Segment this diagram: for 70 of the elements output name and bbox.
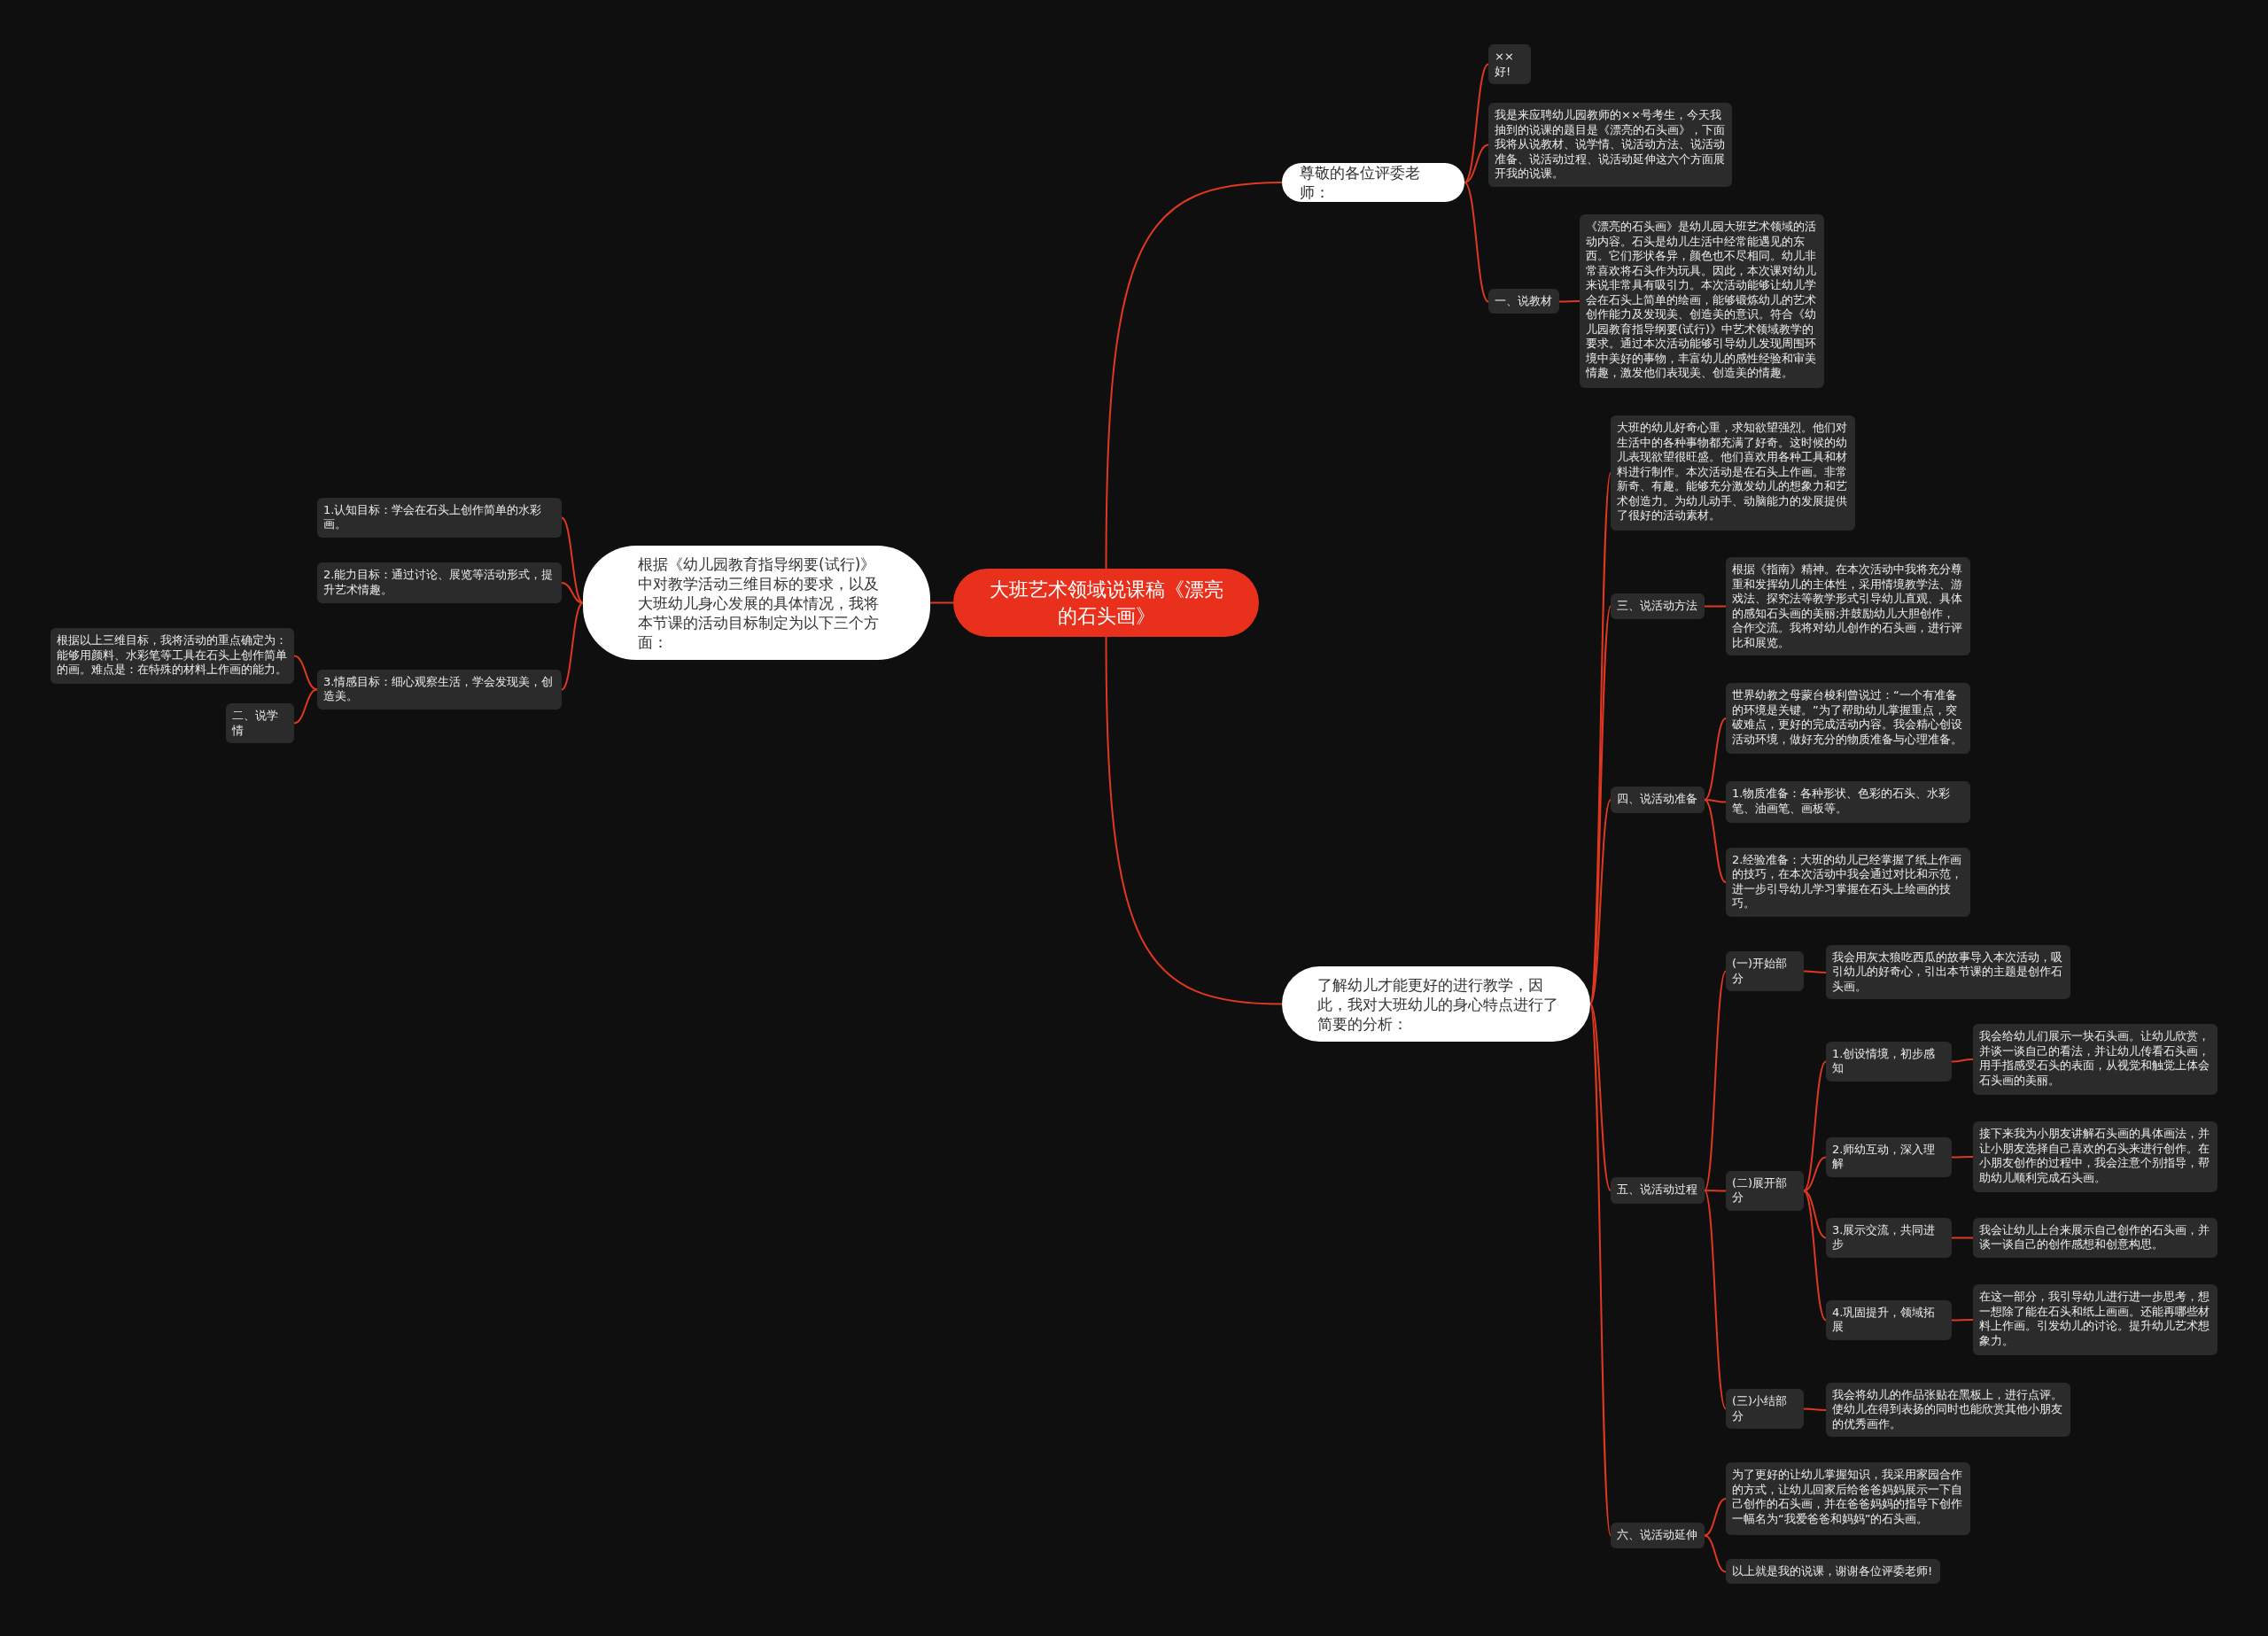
connector-line	[1951, 1058, 1974, 1063]
text-box: 大班的幼儿好奇心重，求知欲望强烈。他们对生活中的各种事物都充满了好奇。这时候的幼儿表现欲望很旺盛。他们喜欢用各种工具和材料进行制作。本次活动是在石头上作画。非常新奇、有趣。能够充分激发幼儿的想象力和艺术创造力。为幼儿动手、动脑能力的发展提供了很好的活动素材。	[1611, 415, 1855, 531]
connector-line	[1589, 799, 1612, 1005]
text-box: 世界幼教之母蒙台梭利曾说过：“一个有准备的环境是关键。”为了帮助幼儿掌握重点，突破难点，更好的完成活动内容。我会精心创设活动环境，做好充分的物质准备与心理准备。	[1726, 683, 1970, 754]
topic-pill: 了解幼儿才能更好的进行教学，因此，我对大班幼儿的身心特点进行了简要的分析：	[1282, 966, 1590, 1042]
connector-line	[561, 601, 584, 691]
connector-line	[1951, 1319, 1974, 1322]
connector-line	[1704, 799, 1727, 803]
connector-line	[293, 655, 318, 691]
connector-line	[1589, 1003, 1612, 1191]
text-box: 我会给幼儿们展示一块石头画。让幼儿欣赏，并谈一谈自己的看法，并让幼儿传看石头画，用手指感受石头的表面，从视觉和触觉上体会石头画的美丽。	[1973, 1024, 2218, 1095]
text-box: 接下来我为小朋友讲解石头画的具体画法，并让小朋友选择自己喜欢的石头来进行创作。在小朋友创作的过程中，我会注意个别指导，帮助幼儿顺利完成石头画。	[1973, 1121, 2218, 1192]
text-box: 一、说教材	[1488, 288, 1559, 314]
text-box: 我会用灰太狼吃西瓜的故事导入本次活动，吸引幼儿的好奇心，引出本节课的主题是创作石头画。	[1826, 944, 2070, 999]
text-box: 3.展示交流，共同进步	[1826, 1217, 1952, 1258]
text-box: 我会将幼儿的作品张贴在黑板上，进行点评。使幼儿在得到表扬的同时也能欣赏其他小朋友的优秀画作。	[1826, 1382, 2070, 1437]
text-box: 三、说活动方法	[1611, 593, 1705, 619]
text-box: 《漂亮的石头画》是幼儿园大班艺术领域的活动内容。石头是幼儿生活中经常能遇见的东西。它们形状各异，颜色也不尽相同。幼儿非常喜欢将石头作为玩具。因此，本次课对幼儿来说非常具有吸引力。本次活动能够让幼儿学会在石头上简单的绘画，能够锻炼幼儿的艺术创作能力及发现美、创造美的意识。符合《幼儿园教育指导纲要(试行)》中艺术领域教学的要求。通过本次活动能够引导幼儿发现周围环境中美好的事物，丰富幼儿的感性经验和审美情趣，激发他们表现美、创造美的情趣。	[1580, 214, 1824, 388]
connector-line	[1951, 1237, 1974, 1239]
connector-line	[293, 688, 318, 725]
connector-line	[1464, 182, 1489, 303]
connector-line	[1558, 300, 1581, 303]
text-box: 以上就是我的说课，谢谢各位评委老师!	[1726, 1558, 1940, 1584]
text-box: (二)展开部分	[1726, 1170, 1804, 1211]
text-box: 1.认知目标：学会在石头上创作简单的水彩画。	[317, 497, 562, 538]
connector-line	[1803, 1190, 1827, 1322]
connector-line	[1704, 605, 1727, 608]
topic-pill: 尊敬的各位评委老师：	[1282, 163, 1464, 202]
text-box: 根据以上三维目标，我将活动的重点确定为：能够用颜料、水彩笔等工具在石头上创作简单的画。难点是：在特殊的材料上作画的能力。	[50, 628, 294, 684]
topic-pill: 根据《幼儿园教育指导纲要(试行)》中对教学活动三维目标的要求，以及大班幼儿身心发展的具体情况，我将本节课的活动目标制定为以下三个方面：	[583, 546, 930, 660]
text-box: 3.情感目标：细心观察生活，学会发现美，创造美。	[317, 669, 562, 709]
text-box: (三)小结部分	[1726, 1389, 1804, 1429]
text-box: 1.创设情境，初步感知	[1826, 1041, 1952, 1082]
text-box: 在这一部分，我引导幼儿进行进一步思考，想一想除了能在石头和纸上画画。还能再哪些材料上作画。引发幼儿的讨论。提升幼儿艺术想象力。	[1973, 1284, 2218, 1355]
connector-line	[1803, 1060, 1827, 1192]
connector-line	[1704, 1498, 1727, 1537]
connector-line	[1704, 1534, 1727, 1573]
connector-line	[1464, 143, 1489, 183]
connector-line	[929, 601, 954, 604]
connector-line	[1105, 182, 1283, 570]
connector-line	[1803, 1156, 1827, 1192]
text-box: 根据《指南》精神。在本次活动中我将充分尊重和发挥幼儿的主体性，采用情境教学法、游戏法、探究法等教学形式引导幼儿直观、具体的感知石头画的美丽;并鼓励幼儿大胆创作，合作交流。我将对幼儿创作的石头画，进行评比和展览。	[1726, 557, 1970, 655]
text-box: 1.物质准备：各种形状、色彩的石头、水彩笔、油画笔、画板等。	[1726, 781, 1970, 823]
text-box: 2.能力目标：通过讨论、展览等活动形式，提升艺术情趣。	[317, 562, 562, 603]
text-box: 2.师幼互动，深入理解	[1826, 1136, 1952, 1177]
text-box: 四、说活动准备	[1611, 787, 1705, 813]
text-box: 2.经验准备：大班的幼儿已经掌握了纸上作画的技巧，在本次活动中我会通过对比和示范，进一步引导幼儿学习掌握在石头上绘画的技巧。	[1726, 847, 1970, 917]
connector-line	[1803, 970, 1827, 973]
connector-line	[1704, 1190, 1727, 1192]
text-box: 二、说学情	[226, 703, 294, 743]
text-box: 我是来应聘幼儿园教师的××号考生，今天我抽到的说课的题目是《漂亮的石头画》，下面我将从说教材、说学情、说活动方法、说活动准备、说活动过程、说活动延伸这六个方面展开我的说课。	[1488, 103, 1732, 187]
connector-line	[1105, 636, 1283, 1005]
connector-line	[1704, 970, 1727, 1191]
central-topic: 大班艺术领域说课稿《漂亮的石头画》	[953, 569, 1259, 637]
connector-line	[1951, 1156, 1974, 1159]
connector-line	[1803, 1190, 1827, 1239]
connector-line	[1803, 1407, 1827, 1411]
connector-line	[1704, 1190, 1727, 1410]
connector-line	[1704, 717, 1727, 801]
text-box: 五、说活动过程	[1611, 1177, 1705, 1204]
text-box: (一)开始部分	[1726, 951, 1804, 991]
text-box: 我会让幼儿上台来展示自己创作的石头画，并谈一谈自己的创作感想和创意构思。	[1973, 1217, 2218, 1258]
connector-line	[561, 582, 584, 604]
connector-line	[561, 516, 584, 604]
text-box: 为了更好的让幼儿掌握知识，我采用家园合作的方式，让幼儿回家后给爸爸妈妈展示一下自己创作的石头画，并在爸爸妈妈的指导下创作一幅名为“我爱爸爸和妈妈”的石头画。	[1726, 1462, 1970, 1535]
text-box: ××好!	[1488, 44, 1531, 84]
connector-line	[1464, 63, 1489, 183]
connector-line	[1704, 799, 1727, 883]
text-box: 4.巩固提升，领域拓展	[1826, 1299, 1952, 1340]
text-box: 六、说活动延伸	[1611, 1523, 1705, 1548]
